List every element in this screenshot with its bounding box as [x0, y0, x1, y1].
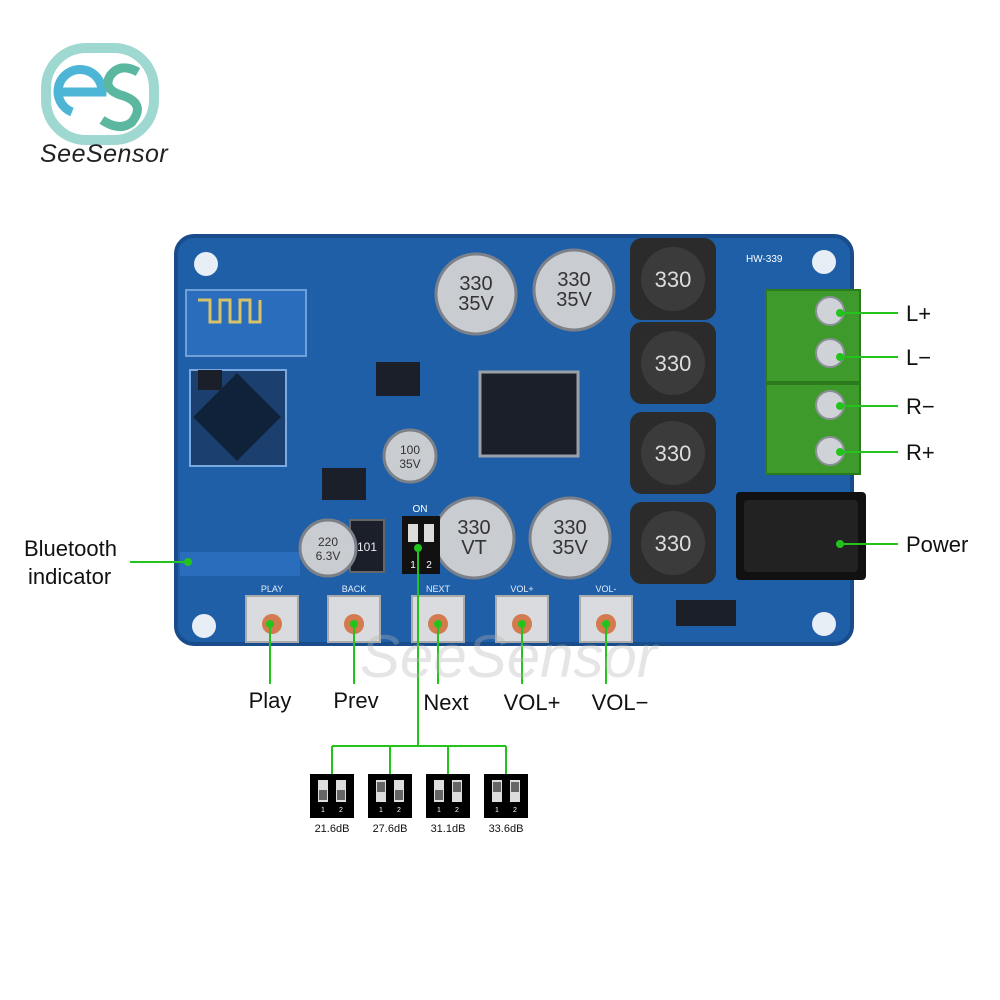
label-play: Play [248, 688, 292, 713]
label-power: Power [906, 532, 969, 557]
label-l-plus: L+ [906, 301, 932, 326]
gain-switch-pos: 2 [455, 807, 459, 814]
button-silk: BACK [342, 584, 367, 594]
cap-label: 35V [556, 289, 592, 311]
brand-name: SeeSensor [40, 140, 169, 168]
gain-label: 27.6dB [372, 823, 408, 835]
capacitors [298, 248, 616, 580]
inductors [630, 238, 716, 584]
inductor-label: 330 [655, 351, 692, 376]
label-l-minus: L− [906, 345, 932, 370]
cap-label: 330 [557, 269, 590, 291]
dip-pos-1: 1 [410, 560, 416, 571]
inductor-label: 330 [655, 531, 692, 556]
small-cap-label: 100 [400, 443, 420, 457]
button-silk: VOL- [595, 584, 616, 594]
inductor-label: 330 [655, 267, 692, 292]
pcb-board [174, 234, 866, 646]
inductor-label: 330 [655, 441, 692, 466]
seesensor-logo [41, 43, 159, 145]
gain-switch-pos: 1 [379, 807, 383, 814]
terminal-block-left [765, 289, 861, 383]
gain-switch-pos: 1 [437, 807, 441, 814]
gain-switch-pos: 2 [339, 807, 343, 814]
dip-pos-2: 2 [426, 560, 432, 571]
watermark: SeeSensor [360, 623, 657, 690]
cap-label: 330 [457, 517, 490, 539]
gain-label: 33.6dB [488, 823, 524, 835]
label-prev: Prev [333, 688, 379, 713]
cap-label: VT [461, 537, 487, 559]
gain-switch-pos: 2 [513, 807, 517, 814]
resistor-code: 101 [357, 540, 377, 554]
label-bluetooth-2: indicator [28, 564, 112, 589]
cap-label: 330 [459, 273, 492, 295]
cap-label: 330 [553, 517, 586, 539]
small-cap-label: 220 [318, 535, 338, 549]
gain-switch-pos: 1 [495, 807, 499, 814]
label-vol-plus: VOL+ [503, 690, 561, 715]
gain-switch-pos: 2 [397, 807, 401, 814]
button-silk: PLAY [261, 584, 283, 594]
cap-label: 35V [458, 293, 494, 315]
button-silk: VOL+ [510, 584, 533, 594]
small-cap-label: 35V [399, 457, 420, 471]
gain-label: 21.6dB [314, 823, 350, 835]
gain-switch-pos: 1 [321, 807, 325, 814]
terminal-block-right [765, 383, 861, 475]
label-r-plus: R+ [906, 440, 935, 465]
label-bluetooth-1: Bluetooth [24, 536, 117, 561]
label-vol-minus: VOL− [591, 690, 649, 715]
gain-label: 31.1dB [430, 823, 466, 835]
cap-label: 35V [552, 537, 588, 559]
dip-on-label: ON [413, 504, 428, 515]
label-r-minus: R− [906, 394, 935, 419]
label-next: Next [423, 690, 469, 715]
small-cap-label: 6.3V [316, 549, 341, 563]
callout-lines [130, 309, 898, 774]
button-silk: NEXT [426, 584, 451, 594]
board-model: HW-339 [746, 254, 783, 265]
gain-switch-icons [310, 774, 528, 818]
